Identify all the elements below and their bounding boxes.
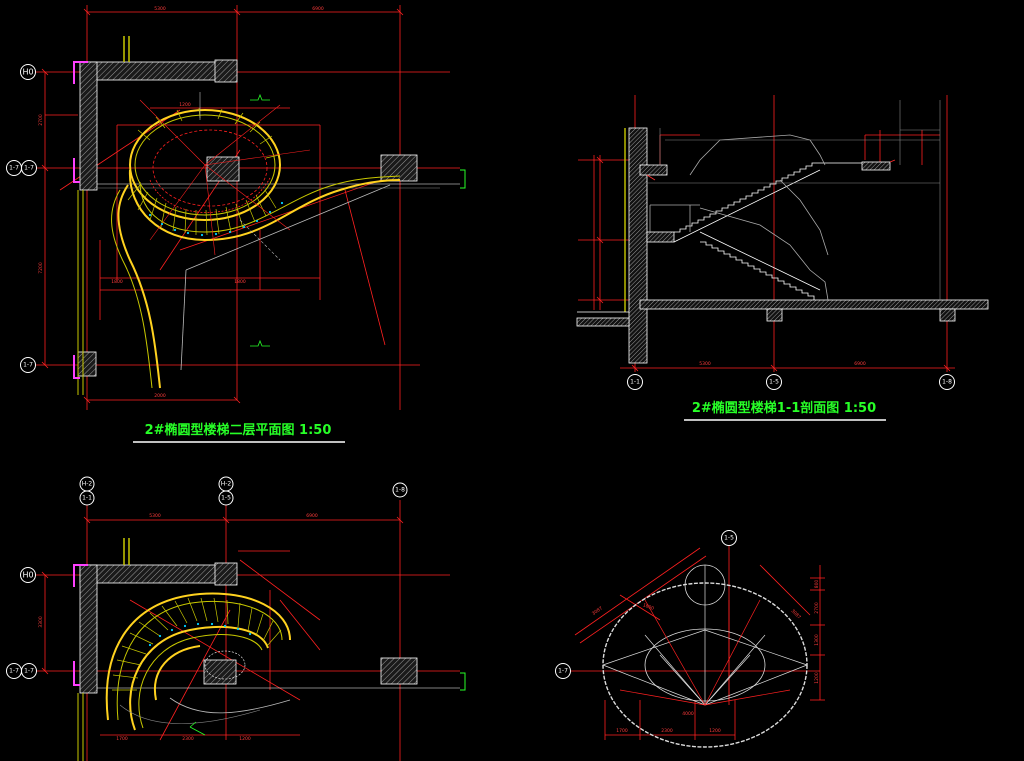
svg-text:H0: H0 — [22, 571, 33, 580]
ellipse-axis-bubble-1-5: 1-5 — [721, 530, 737, 546]
ellipse-dim-h2: 2300 — [661, 728, 673, 734]
plan-2f-axis-bubble-h0: H0 — [20, 64, 36, 80]
plan-2f-dim-left-lower: 7200 — [38, 262, 44, 274]
ellipse-dim-r2: 3087 — [790, 608, 802, 620]
svg-text:H-2: H-2 — [82, 481, 93, 488]
ellipse-detail-construction — [602, 564, 808, 748]
plan-1f-green-marker — [460, 672, 466, 691]
plan-1f-dim-top-right: 6900 — [306, 513, 318, 519]
plan-2f-elliptical-stair — [111, 92, 401, 389]
plan-1f-axis-bubble-1-7: 1-7 1-7 — [6, 663, 37, 679]
ellipse-detail-drawing: 3087 3087 800 2700 1300 1200 1700 2300 1… — [555, 530, 825, 748]
ellipse-dim-v1: 800 — [814, 580, 820, 589]
plan-2f-green-marker — [460, 169, 466, 189]
plan-2f-axis-bubble-1-7-upper: 1-7 1-7 — [6, 160, 37, 176]
svg-text:1-7: 1-7 — [24, 165, 34, 172]
plan-2f-title: 2#椭圆型楼梯二层平面图 1:50 — [145, 422, 332, 438]
plan-2f-dim-top-left: 5300 — [154, 6, 166, 12]
section-dim-bc: 6900 — [854, 361, 866, 367]
ellipse-dim-r1: 3087 — [591, 605, 604, 617]
section-axis-bubble-1-5: 1-5 — [766, 374, 782, 390]
plan-1f-walls — [77, 538, 460, 761]
ellipse-dim-v2: 2700 — [814, 602, 820, 614]
svg-text:1-7: 1-7 — [9, 165, 19, 172]
plan-1f-dim-left: 3300 — [38, 616, 44, 628]
plan-2f-dim-ticks — [41, 8, 404, 404]
plan-2f-dim-top-right: 6900 — [312, 6, 324, 12]
ellipse-dim-c2: 1800 — [642, 602, 655, 612]
plan-1f-dim-top-left: 5300 — [149, 513, 161, 519]
ellipse-axis-bubble-1-7: 1-7 — [555, 663, 571, 679]
plan-1f-windows — [73, 564, 88, 686]
svg-text:1-8: 1-8 — [395, 487, 405, 494]
plan-2f-dim-step-c: 1200 — [179, 102, 191, 108]
plan-2f-walls — [77, 36, 460, 395]
plan-1f-drawing: 5300 6900 3300 1700 2300 1200 — [6, 476, 466, 761]
svg-text:1-7: 1-7 — [9, 668, 19, 675]
section-walls — [576, 127, 989, 364]
section-title: 2#椭圆型楼梯1-1剖面图 1:50 — [692, 400, 876, 416]
svg-text:1-1: 1-1 — [630, 379, 640, 386]
plan-1f-dim-bot-a: 1700 — [116, 736, 128, 742]
svg-text:1-8: 1-8 — [942, 379, 952, 386]
ellipse-dim-h1: 1700 — [616, 728, 628, 734]
plan-1f-axis-bubble-1-8: 1-8 — [392, 482, 408, 498]
svg-text:H-2: H-2 — [221, 481, 232, 488]
section-dim-ab: 5300 — [699, 361, 711, 367]
svg-text:H0: H0 — [22, 68, 33, 77]
plan-2f-windows — [73, 61, 88, 379]
section-stair-flights — [646, 100, 941, 301]
plan-1f-dim-ticks — [41, 516, 404, 675]
plan-1f-axis-bubble-h2-left: H-2 1-1 — [79, 476, 95, 506]
svg-text:1-5: 1-5 — [221, 495, 231, 502]
section-axis-bubble-1-8: 1-8 — [939, 374, 955, 390]
ellipse-dim-v4: 1200 — [814, 672, 820, 684]
plan-2f-dim-left-upper: 2700 — [38, 114, 44, 126]
plan-1f-dim-bot-b: 2300 — [182, 736, 194, 742]
svg-text:1-5: 1-5 — [769, 379, 779, 386]
ellipse-dim-c1: 4000 — [682, 711, 694, 717]
svg-text:1-7: 1-7 — [24, 668, 34, 675]
svg-text:1-7: 1-7 — [558, 668, 568, 675]
section-dim-ticks — [596, 156, 951, 372]
ellipse-dim-h3: 1200 — [709, 728, 721, 734]
plan-2f-dim-bottom: 2000 — [154, 393, 166, 399]
ellipse-dim-v3: 1300 — [814, 634, 820, 646]
plan-2f-dim-step-b: 1800 — [234, 279, 246, 285]
svg-text:1-1: 1-1 — [82, 495, 92, 502]
plan-1f-axis-bubble-h0: H0 — [20, 567, 36, 583]
svg-text:1-5: 1-5 — [724, 535, 734, 542]
plan-2f-drawing: 5300 6900 2000 2700 7200 1800 1800 1200 — [6, 5, 466, 443]
plan-1f-dim-bot-c: 1200 — [239, 736, 251, 742]
ellipse-detail-dimension-lines — [568, 545, 825, 740]
section-1-1-drawing: 5300 6900 — [576, 95, 989, 421]
plan-1f-axis-bubble-h2-mid: H-2 1-5 — [218, 476, 234, 506]
plan-2f-axis-bubble-1-7-lower: 1-7 — [20, 357, 36, 373]
plan-1f-elliptical-stair — [105, 592, 291, 736]
section-axis-bubble-1-1: 1-1 — [627, 374, 643, 390]
svg-text:1-7: 1-7 — [23, 362, 33, 369]
plan-2f-dim-step-a: 1800 — [111, 279, 123, 285]
